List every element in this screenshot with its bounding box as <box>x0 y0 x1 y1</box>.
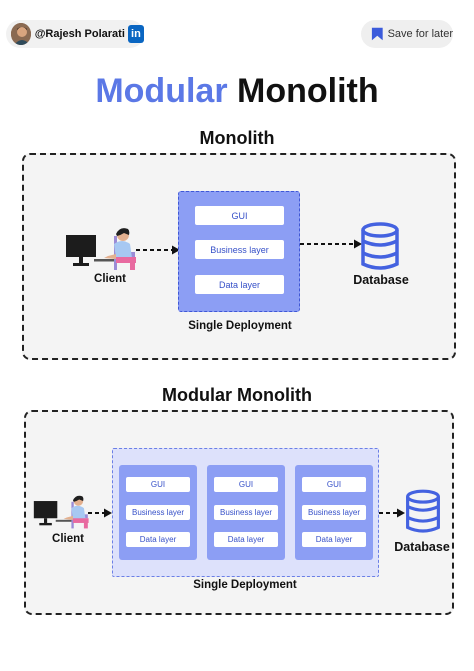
bookmark-icon <box>371 27 383 41</box>
layer-data: Data layer <box>126 532 190 547</box>
layer-data: Data layer <box>214 532 278 547</box>
arrow-deployment-to-database <box>300 239 362 249</box>
monolith-heading: Monolith <box>199 128 275 148</box>
author-avatar <box>11 23 31 45</box>
layer-data: Data layer <box>195 275 284 294</box>
layer-gui: GUI <box>126 477 190 492</box>
monolith-database-label: Database <box>353 273 409 287</box>
layer-business: Business layer <box>214 505 278 520</box>
arrow-deployment-to-database <box>379 508 405 518</box>
arrow-client-to-deployment <box>88 508 112 518</box>
layer-gui: GUI <box>302 477 366 492</box>
title-accent: Modular <box>95 72 228 110</box>
modular-client-label: Client <box>52 533 84 545</box>
linkedin-icon[interactable]: in <box>127 25 144 43</box>
layer-gui: GUI <box>195 206 284 225</box>
save-label: Save for later <box>387 28 453 40</box>
monolith-deployment-label: Single Deployment <box>188 320 292 332</box>
arrow-client-to-deployment <box>136 245 180 255</box>
monolith-client-label: Client <box>94 273 126 285</box>
author-name: @Rajesh Polarati <box>34 28 125 40</box>
layer-business: Business layer <box>195 240 284 259</box>
modular-database-label: Database <box>394 540 450 554</box>
modular-deployment-label: Single Deployment <box>193 579 297 591</box>
save-for-later-button[interactable]: Save for later <box>361 20 453 48</box>
database-icon <box>361 222 399 270</box>
modular-heading: Modular Monolith <box>162 385 312 405</box>
layer-business: Business layer <box>126 505 190 520</box>
layer-data: Data layer <box>302 532 366 547</box>
author-badge[interactable]: @Rajesh Polarati in <box>6 20 144 48</box>
client-illustration <box>66 228 136 270</box>
page-title: Modular Monolith <box>0 72 474 111</box>
client-illustration <box>33 495 89 529</box>
title-main: Monolith <box>237 72 379 110</box>
layer-gui: GUI <box>214 477 278 492</box>
layer-business: Business layer <box>302 505 366 520</box>
database-icon <box>406 489 440 533</box>
